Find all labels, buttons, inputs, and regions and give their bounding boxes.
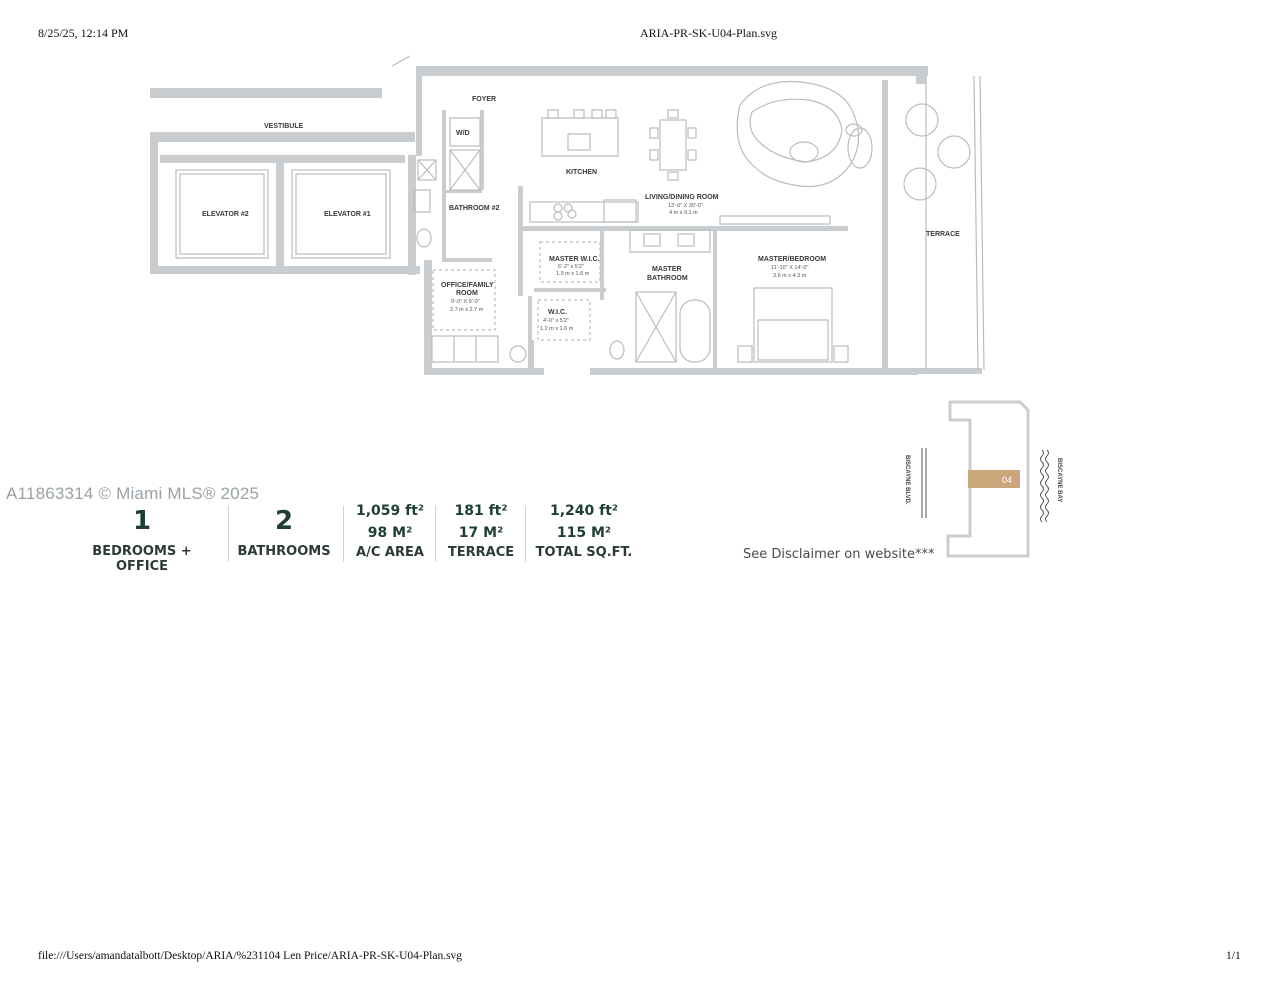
ac-area-m: 98 M² xyxy=(367,525,413,541)
office-label-1: OFFICE/FAMILY xyxy=(441,282,494,289)
bathrooms-value: 2 xyxy=(274,506,294,536)
total-ft: 1,240 ft² xyxy=(549,503,619,519)
bathroom2-label: BATHROOM #2 xyxy=(449,205,500,212)
living-label: LIVING/DINING ROOM xyxy=(645,194,719,201)
stat-divider xyxy=(435,506,436,562)
bedrooms-label: BEDROOMS + OFFICE xyxy=(92,544,192,574)
water-wave-icon xyxy=(1045,449,1049,523)
document-title: ARIA-PR-SK-U04-Plan.svg xyxy=(640,26,778,40)
floor-plan: FOYER VESTIBULE W/D KITCHEN LIVING/DININ… xyxy=(150,55,1062,558)
ac-area-ft: 1,059 ft² xyxy=(355,503,425,519)
kitchen-label: KITCHEN xyxy=(566,169,597,176)
office-dim-metric: 2.7 m x 2.7 m xyxy=(450,307,484,313)
stat-ac-area: 1,059 ft² 98 M² A/C AREA xyxy=(350,500,430,560)
stat-terrace: 181 ft² 17 M² TERRACE xyxy=(442,500,520,560)
key-plan: 04 BISCAYNE BLVD. BISCAYNE BAY xyxy=(904,400,1062,558)
terrace-label: TERRACE xyxy=(926,231,960,238)
unit-04-highlight xyxy=(968,470,1020,488)
vestibule-label: VESTIBULE xyxy=(264,123,304,130)
living-dim-imperial: 13'-0" X 30'-0" xyxy=(668,203,703,209)
wd-label: W/D xyxy=(456,130,470,137)
total-m: 115 M² xyxy=(556,525,612,541)
office-dim-imperial: 9'-0" X 9'-0" xyxy=(451,299,480,305)
master-bedroom-label: MASTER/BEDROOM xyxy=(758,256,826,263)
wic-label: W.I.C. xyxy=(548,309,567,316)
master-wic-dim-imperial: 6'-2" x 5'2" xyxy=(558,264,584,270)
disclaimer-text: See Disclaimer on website*** xyxy=(743,547,935,562)
master-bathroom-label-1: MASTER xyxy=(652,266,682,273)
total-label: TOTAL SQ.FT. xyxy=(535,545,633,560)
terrace-ft: 181 ft² xyxy=(454,503,508,519)
ac-area-label: A/C AREA xyxy=(356,545,424,560)
stat-divider xyxy=(228,506,229,562)
master-wic-dim-metric: 1.9 m x 1.6 m xyxy=(556,271,590,277)
office-label-2: ROOM xyxy=(456,290,478,297)
stat-bedrooms: 1 BEDROOMS + OFFICE xyxy=(68,506,216,574)
elevator1-label: ELEVATOR #1 xyxy=(324,211,371,218)
living-dim-metric: 4 m x 9.1 m xyxy=(669,210,698,216)
stat-bathrooms: 2 BATHROOMS xyxy=(236,506,332,559)
master-bathroom-label-2: BATHROOM xyxy=(647,275,688,282)
master-bedroom-dim-metric: 3.6 m x 4.3 m xyxy=(773,273,807,279)
terrace-label: TERRACE xyxy=(447,545,515,560)
mls-watermark: A11863314 © Miami MLS® 2025 xyxy=(6,484,260,503)
foyer-label: FOYER xyxy=(472,96,496,103)
unit-04-label: 04 xyxy=(1002,475,1012,485)
water-wave-icon xyxy=(1040,449,1044,523)
elevator2-label: ELEVATOR #2 xyxy=(202,211,249,218)
wic-dim-metric: 1.2 m x 1.6 m xyxy=(540,326,574,332)
print-datetime: 8/25/25, 12:14 PM xyxy=(38,26,129,40)
stat-total: 1,240 ft² 115 M² TOTAL SQ.FT. xyxy=(534,500,634,560)
master-wic-label: MASTER W.I.C. xyxy=(549,256,600,263)
wic-dim-imperial: 4'-0" x 5'2" xyxy=(543,318,569,324)
bathrooms-label: BATHROOMS xyxy=(237,544,331,559)
terrace-m: 17 M² xyxy=(458,525,504,541)
master-bedroom-dim-imperial: 11'-10" X 14'-0" xyxy=(771,265,808,271)
biscayne-bay-label: BISCAYNE BAY xyxy=(1056,458,1062,502)
file-path: file:///Users/amandatalbott/Desktop/ARIA… xyxy=(38,950,463,962)
biscayne-blvd-label: BISCAYNE BLVD. xyxy=(904,455,910,505)
stat-divider xyxy=(343,506,344,562)
page-number: 1/1 xyxy=(1226,950,1241,962)
stat-divider xyxy=(525,506,526,562)
bedrooms-value: 1 xyxy=(132,506,152,536)
